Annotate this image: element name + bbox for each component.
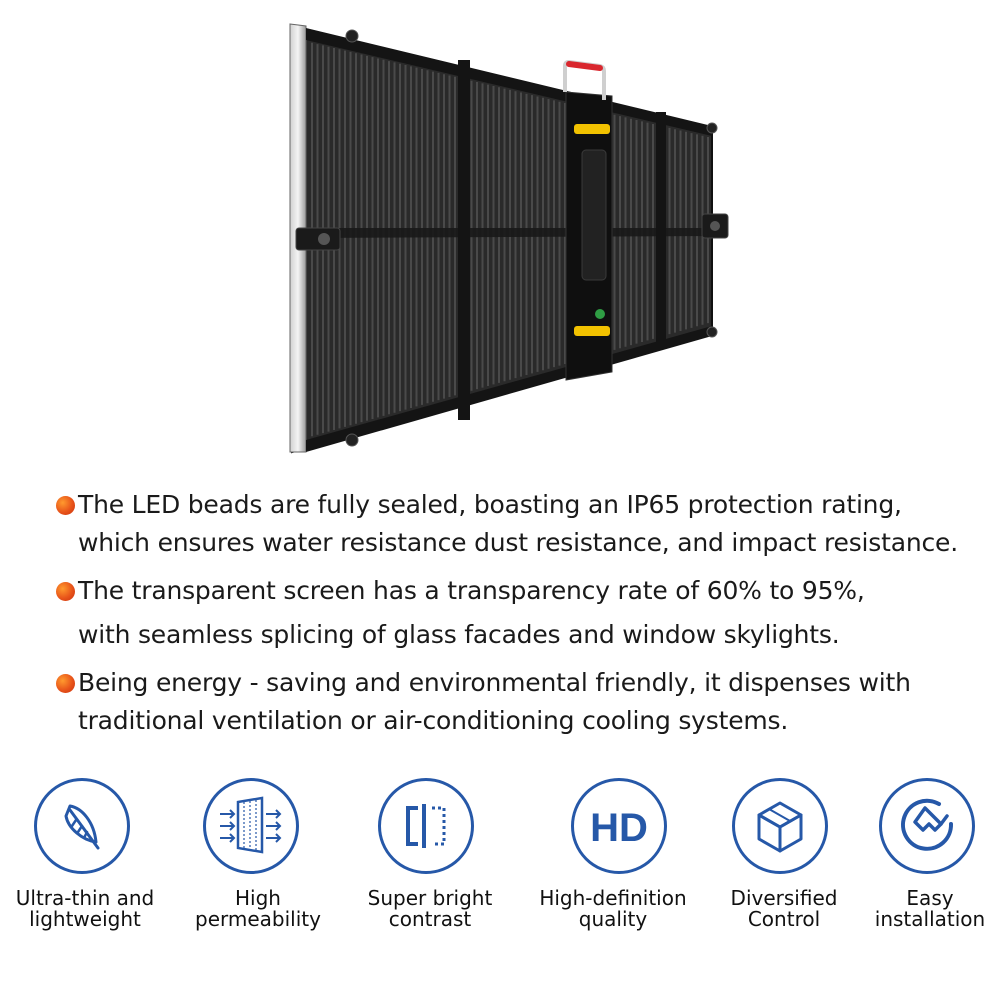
feather-icon [34, 778, 130, 874]
hd-icon: HD [571, 778, 667, 874]
bullet-ip65: The LED beads are fully sealed, boasting… [56, 486, 986, 562]
feature-bullets: The LED beads are fully sealed, boasting… [56, 486, 986, 750]
bullet-dot-icon [56, 496, 75, 515]
cube-icon [732, 778, 828, 874]
wrench-icon [879, 778, 975, 874]
product-image [0, 0, 1000, 470]
bullet-line: with seamless splicing of glass facades … [78, 620, 840, 649]
bullet-line: which ensures water resistance dust resi… [78, 528, 958, 557]
transparent-led-panel-illustration [289, 23, 729, 454]
contrast-icon [378, 778, 474, 874]
bullet-line: traditional ventilation or air-condition… [78, 706, 789, 735]
bullet-dot-icon [56, 582, 75, 601]
bullet-energy: Being energy - saving and environmental … [56, 664, 986, 740]
bullet-dot-icon [56, 674, 75, 693]
bullet-transparency: The transparent screen has a transparenc… [56, 572, 986, 654]
bullet-line: The transparent screen has a transparenc… [78, 576, 865, 605]
svg-text:HD: HD [590, 806, 648, 850]
bullet-line: The LED beads are fully sealed, boasting… [78, 490, 902, 519]
permeability-icon [203, 778, 299, 874]
bullet-line: Being energy - saving and environmental … [78, 668, 911, 697]
